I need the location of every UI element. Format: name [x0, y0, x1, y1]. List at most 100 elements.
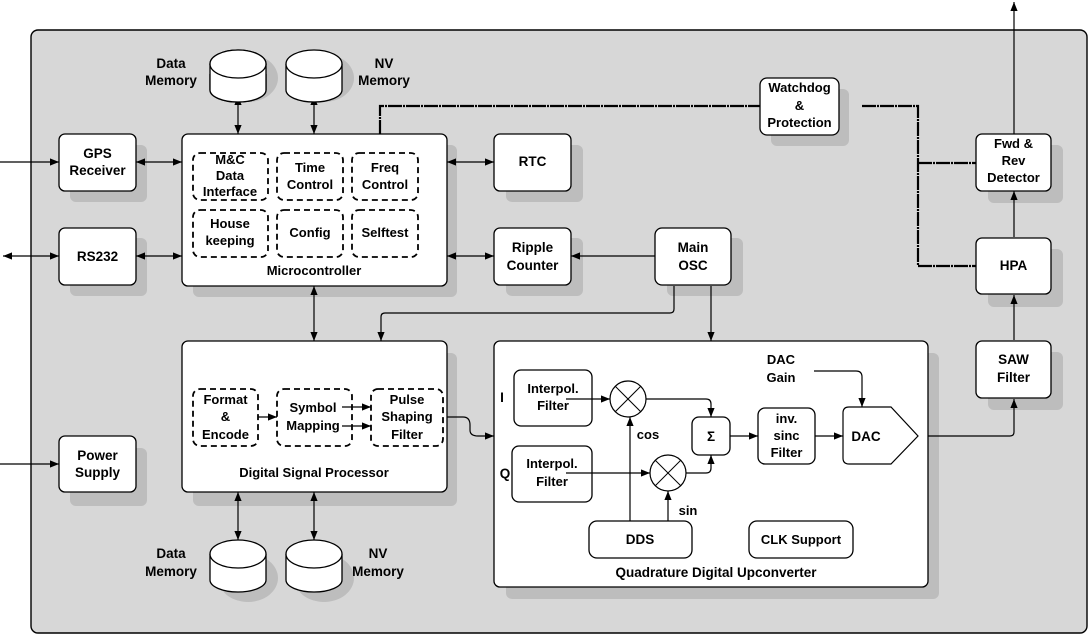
svg-text:Interpol.: Interpol. [526, 456, 577, 471]
svg-text:sinc: sinc [773, 428, 799, 443]
svg-text:Filter: Filter [537, 398, 569, 413]
svg-text:Config: Config [289, 225, 330, 240]
housekeeping-module: House keeping [192, 209, 269, 258]
svg-text:Encode: Encode [202, 427, 249, 442]
symbol-mapping-module: Symbol Mapping [276, 388, 353, 447]
connections [0, 2, 1018, 540]
svg-text:Main: Main [678, 240, 709, 255]
svg-text:Selftest: Selftest [362, 225, 410, 240]
svg-text:Memory: Memory [145, 564, 197, 579]
svg-text:Power: Power [77, 448, 118, 463]
svg-text:Rev: Rev [1002, 153, 1027, 168]
svg-text:keeping: keeping [205, 233, 254, 248]
svg-text:HPA: HPA [1000, 258, 1028, 273]
dac-gain-label: DAC [767, 352, 796, 367]
fwd-rev-detector-block: Fwd & Rev Detector [975, 133, 1052, 192]
mc-data-interface-module: M&C Data Interface [192, 152, 269, 201]
data-memory-bottom: Data Memory [145, 539, 267, 593]
svg-text:Time: Time [295, 160, 325, 175]
q-label: Q [500, 466, 511, 481]
svg-text:Counter: Counter [507, 258, 559, 273]
svg-text:Data: Data [216, 168, 245, 183]
svg-text:Control: Control [287, 177, 333, 192]
svg-text:CLK Support: CLK Support [761, 532, 842, 547]
svg-text:Protection: Protection [767, 115, 831, 130]
rs232-block: RS232 [58, 227, 137, 286]
svg-text:NV: NV [369, 546, 388, 561]
svg-text:Memory: Memory [352, 564, 404, 579]
svg-text:Freq: Freq [371, 160, 399, 175]
qduc-block: I Q Interpol. Filter Interpol. Filter co… [493, 340, 929, 588]
freq-control-module: Freq Control [351, 152, 419, 201]
svg-text:RS232: RS232 [77, 249, 118, 264]
svg-text:Filter: Filter [536, 474, 568, 489]
svg-text:Control: Control [362, 177, 408, 192]
svg-text:RTC: RTC [519, 154, 547, 169]
clk-support-block: CLK Support [748, 520, 854, 559]
svg-text:Filter: Filter [771, 445, 803, 460]
config-module: Config [276, 209, 344, 258]
mixer-sin [649, 454, 687, 492]
svg-text:Pulse: Pulse [390, 392, 425, 407]
svg-text:OSC: OSC [678, 258, 708, 273]
main-osc-block: Main OSC [654, 227, 732, 286]
svg-text:Data: Data [156, 56, 186, 71]
svg-text:Interpol.: Interpol. [527, 381, 578, 396]
svg-text:Watchdog: Watchdog [768, 80, 830, 95]
data-memory-top: Data Memory [145, 49, 267, 103]
nv-memory-bottom: NV Memory [285, 539, 404, 593]
svg-text:DDS: DDS [626, 532, 655, 547]
dac-gain-label-2: Gain [767, 370, 796, 385]
svg-text:Shaping: Shaping [381, 409, 432, 424]
svg-text:Detector: Detector [987, 170, 1040, 185]
svg-text:NV: NV [375, 56, 394, 71]
nv-memory-top: NV Memory [285, 49, 410, 103]
svg-text:Interface: Interface [203, 184, 257, 199]
cos-label: cos [637, 427, 659, 442]
i-label: I [500, 390, 504, 405]
svg-text:Supply: Supply [75, 465, 120, 480]
dsp-block: Format & Encode Symbol Mapping Pulse Sha… [181, 340, 448, 493]
dds-block: DDS [588, 520, 693, 559]
pulse-shaping-module: Pulse Shaping Filter [370, 388, 444, 447]
svg-text:Receiver: Receiver [69, 163, 126, 178]
rtc-block: RTC [493, 133, 572, 192]
sin-label: sin [679, 503, 698, 518]
interp-filter-i: Interpol. Filter [513, 369, 593, 427]
svg-text:DAC: DAC [851, 429, 880, 444]
svg-text:GPS: GPS [83, 146, 112, 161]
dac-block: DAC [842, 406, 919, 465]
power-supply-block: Power Supply [58, 435, 137, 493]
svg-text:SAW: SAW [998, 352, 1029, 367]
svg-text:Format: Format [203, 392, 248, 407]
inv-sinc-filter-block: inv. sinc Filter [757, 407, 816, 465]
summer-block: Σ [691, 416, 731, 456]
selftest-module: Selftest [351, 209, 419, 258]
svg-text:Ripple: Ripple [512, 240, 554, 255]
svg-text:Data: Data [156, 546, 186, 561]
svg-text:Symbol: Symbol [290, 400, 337, 415]
svg-text:House: House [210, 216, 250, 231]
svg-text:Filter: Filter [391, 427, 423, 442]
time-control-module: Time Control [276, 152, 344, 201]
svg-text:Mapping: Mapping [286, 418, 339, 433]
format-encode-module: Format & Encode [192, 388, 259, 447]
svg-text:&: & [795, 98, 804, 113]
svg-text:Σ: Σ [707, 429, 715, 444]
microcontroller-title: Microcontroller [267, 263, 362, 278]
svg-text:Memory: Memory [145, 73, 197, 88]
watchdog-protection-block: Watchdog & Protection [759, 77, 840, 136]
svg-text:Fwd &: Fwd & [994, 136, 1033, 151]
svg-text:&: & [221, 409, 230, 424]
hpa-block: HPA [975, 237, 1052, 295]
dsp-title: Digital Signal Processor [239, 465, 389, 480]
mixer-cos [609, 380, 647, 418]
gps-receiver-block: GPS Receiver [58, 133, 137, 192]
svg-text:M&C: M&C [215, 152, 245, 167]
svg-text:Filter: Filter [997, 370, 1031, 385]
qduc-title: Quadrature Digital Upconverter [615, 565, 817, 580]
saw-filter-block: SAW Filter [975, 340, 1052, 399]
ripple-counter-block: Ripple Counter [493, 227, 572, 286]
svg-text:Memory: Memory [358, 73, 410, 88]
